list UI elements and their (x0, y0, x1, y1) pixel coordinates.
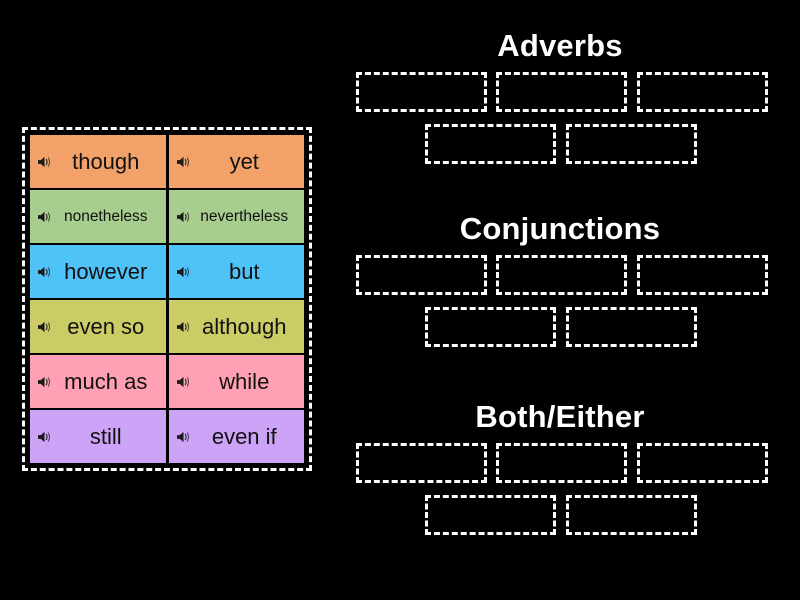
category-section: Conjunctions (340, 213, 780, 348)
word-tile-label: even if (211, 423, 277, 449)
drop-slot[interactable] (496, 443, 627, 483)
word-tile[interactable]: nonetheless (30, 190, 166, 243)
drop-slot[interactable] (566, 307, 697, 347)
word-tile[interactable]: although (168, 300, 304, 353)
drop-zone-rows (340, 443, 780, 536)
word-tile[interactable]: yet (168, 135, 304, 188)
word-tile-label: nonetheless (63, 207, 148, 225)
drop-slot[interactable] (356, 255, 487, 295)
word-tile-label: even so (67, 313, 145, 339)
speaker-icon[interactable] (176, 210, 191, 223)
category-title: Both/Either (475, 399, 645, 434)
word-tile-label: although (202, 313, 287, 339)
word-tile[interactable]: while (168, 355, 304, 408)
drop-zone-rows (340, 72, 780, 165)
drop-slot[interactable] (637, 255, 768, 295)
word-tile[interactable]: still (30, 410, 166, 463)
drop-slot[interactable] (637, 443, 768, 483)
word-tile[interactable]: nevertheless (168, 190, 304, 243)
speaker-icon[interactable] (37, 210, 52, 223)
speaker-icon[interactable] (37, 155, 52, 168)
word-tile-label: but (228, 258, 260, 284)
word-tile[interactable]: much as (30, 355, 166, 408)
word-tile[interactable]: but (168, 245, 304, 298)
word-tile[interactable]: even so (30, 300, 166, 353)
drop-slot[interactable] (637, 72, 768, 112)
drop-slot[interactable] (566, 124, 697, 164)
drop-slot[interactable] (356, 443, 487, 483)
word-tile-label: yet (229, 148, 259, 174)
speaker-icon[interactable] (37, 265, 52, 278)
word-tile[interactable]: however (30, 245, 166, 298)
drop-slot[interactable] (425, 495, 556, 535)
speaker-icon[interactable] (176, 375, 191, 388)
drop-slot[interactable] (496, 72, 627, 112)
word-tile-grid: though yet nonetheless nevertheless however b… (30, 135, 304, 463)
speaker-icon[interactable] (176, 430, 191, 443)
drop-zone-rows (340, 255, 780, 348)
drop-slot[interactable] (496, 255, 627, 295)
speaker-icon[interactable] (37, 320, 52, 333)
word-tile[interactable]: though (30, 135, 166, 188)
drop-slot[interactable] (425, 307, 556, 347)
drop-slot[interactable] (425, 124, 556, 164)
category-title: Conjunctions (459, 211, 661, 246)
speaker-icon[interactable] (176, 155, 191, 168)
word-tile-label: still (89, 423, 122, 449)
speaker-icon[interactable] (37, 375, 52, 388)
word-tile-label: while (219, 368, 270, 394)
category-section: Adverbs (340, 30, 780, 165)
speaker-icon[interactable] (176, 320, 191, 333)
drop-slot[interactable] (566, 495, 697, 535)
drop-slot[interactable] (356, 72, 487, 112)
word-tile-label: nevertheless (200, 207, 289, 225)
word-tile-tray: though yet nonetheless nevertheless however b… (22, 127, 312, 471)
word-tile-label: however (64, 258, 148, 284)
category-title: Adverbs (497, 28, 623, 63)
category-section: Both/Either (340, 401, 780, 536)
word-tile-label: though (72, 148, 140, 174)
word-tile[interactable]: even if (168, 410, 304, 463)
speaker-icon[interactable] (37, 430, 52, 443)
word-tile-label: much as (64, 368, 148, 394)
speaker-icon[interactable] (176, 265, 191, 278)
